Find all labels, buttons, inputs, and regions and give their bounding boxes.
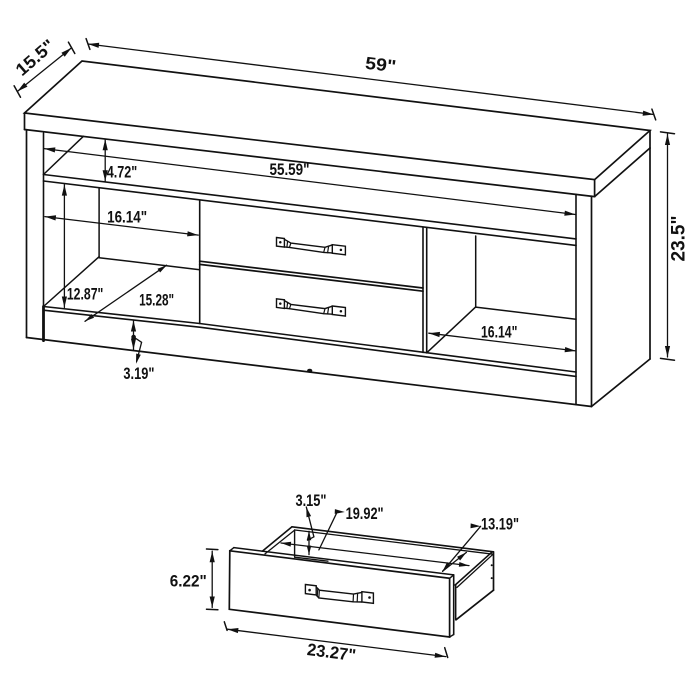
svg-text:4.72": 4.72"	[107, 163, 138, 182]
svg-text:3.19": 3.19"	[123, 364, 154, 383]
svg-text:16.14": 16.14"	[107, 208, 147, 227]
svg-text:23.5": 23.5"	[669, 216, 690, 262]
svg-text:16.14": 16.14"	[481, 323, 518, 342]
svg-text:6.22": 6.22"	[170, 572, 207, 591]
svg-text:59": 59"	[364, 53, 397, 77]
svg-text:55.59": 55.59"	[270, 160, 310, 179]
svg-text:3.15": 3.15"	[296, 491, 327, 510]
svg-text:12.87": 12.87"	[67, 285, 104, 304]
svg-text:19.92": 19.92"	[346, 504, 384, 523]
svg-text:15.28": 15.28"	[139, 291, 174, 310]
svg-text:13.19": 13.19"	[481, 515, 519, 534]
